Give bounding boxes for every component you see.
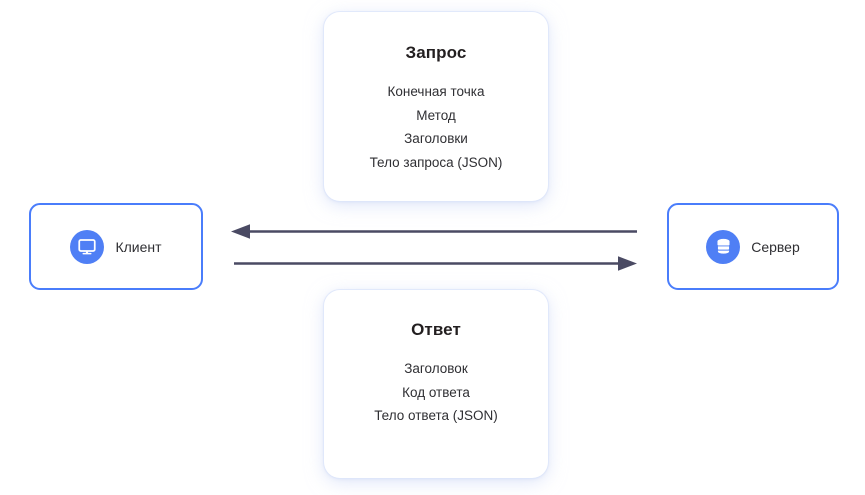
client-node-label: Клиент (115, 238, 162, 255)
request-line-method: Метод (416, 107, 456, 123)
server-node-inner: Сервер (706, 229, 800, 264)
response-line-header: Заголовок (404, 361, 468, 376)
request-line-headers: Заголовки (404, 131, 468, 146)
monitor-icon (70, 229, 105, 264)
response-card: Ответ Заголовок Код ответа Тело ответа (… (324, 290, 548, 478)
client-node: Клиент (29, 203, 203, 290)
database-icon (706, 229, 741, 264)
client-node-inner: Клиент (70, 229, 162, 264)
response-arrow (231, 224, 637, 239)
request-card: Запрос Конечная точка Метод Заголовки Те… (324, 12, 548, 201)
request-line-endpoint: Конечная точка (387, 84, 485, 99)
request-card-lines: Конечная точка Метод Заголовки Тело запр… (324, 80, 548, 174)
request-arrow (234, 256, 637, 271)
server-node-label: Сервер (751, 238, 800, 255)
request-line-body: Тело запроса (JSON) (369, 154, 503, 170)
server-node: Сервер (667, 203, 839, 290)
response-line-status-code: Код ответа (402, 384, 470, 400)
response-line-body: Тело ответа (JSON) (374, 408, 498, 423)
response-card-lines: Заголовок Код ответа Тело ответа (JSON) (324, 357, 548, 428)
request-card-title: Запрос (405, 43, 467, 62)
response-card-title: Ответ (411, 320, 461, 339)
